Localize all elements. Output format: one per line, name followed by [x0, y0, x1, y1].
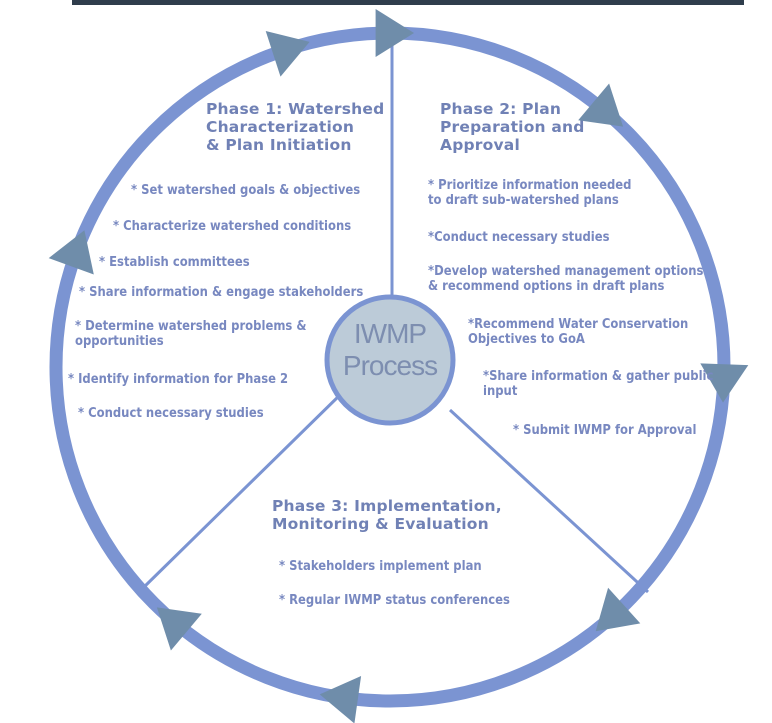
center-label-line2: Process	[342, 350, 438, 381]
phase2-title-line3: Approval	[440, 136, 520, 154]
center-label-line1: IWMP	[353, 318, 427, 349]
cycle-arrows	[48, 9, 749, 723]
phase1-item: * Conduct necessary studies	[78, 405, 264, 421]
top-photo-strip	[72, 0, 744, 5]
phase3-title-line2: Monitoring & Evaluation	[272, 515, 489, 533]
cycle-arrowhead	[595, 587, 641, 632]
phase1-item: * Establish committees	[99, 254, 250, 270]
phase3-title: Phase 3: Implementation, Monitoring & Ev…	[272, 497, 502, 533]
cycle-arrowhead	[48, 230, 94, 275]
phase2-title-line1: Phase 2: Plan	[440, 100, 562, 118]
cycle-arrowhead	[265, 31, 310, 77]
phase3-title-line1: Phase 3: Implementation,	[272, 497, 502, 515]
divider-phase2-phase3	[448, 408, 650, 594]
phase1-item: * Determine watershed problems & opportu…	[75, 318, 307, 349]
phase1-item: * Share information & engage stakeholder…	[79, 284, 364, 300]
divider-phase1-phase3	[141, 390, 345, 590]
cycle-arrowhead	[578, 83, 624, 127]
phase2-title: Phase 2: Plan Preparation and Approval	[440, 100, 585, 154]
phase3-item: * Regular IWMP status conferences	[279, 592, 510, 608]
phase2-item: * Submit IWMP for Approval	[513, 422, 697, 438]
phase1-title: Phase 1: Watershed Characterization & Pl…	[206, 100, 384, 154]
phase2-item: *Develop watershed management options & …	[428, 263, 704, 294]
center-hub	[324, 294, 456, 426]
phase2-item: *Share information & gather public input	[483, 368, 714, 399]
center-label: IWMP Process	[322, 318, 458, 382]
cycle-arrowhead	[700, 363, 749, 403]
phase2-item: *Recommend Water Conservation Objectives…	[468, 316, 689, 347]
phase1-title-line2: Characterization	[206, 118, 355, 136]
phase3-item: * Stakeholders implement plan	[279, 558, 482, 574]
phase1-title-line1: Phase 1: Watershed	[206, 100, 385, 118]
phase2-item: * Prioritize information needed to draft…	[428, 177, 632, 208]
phase2-item: *Conduct necessary studies	[428, 229, 610, 245]
phase1-title-line3: & Plan Initiation	[206, 136, 352, 154]
cycle-arrowhead	[319, 676, 362, 723]
phase2-title-line2: Preparation and	[440, 118, 585, 136]
phase1-item: * Identify information for Phase 2	[68, 371, 289, 387]
cycle-arrowhead	[156, 607, 202, 651]
phase1-item: * Set watershed goals & objectives	[131, 182, 361, 198]
phase1-item: * Characterize watershed conditions	[113, 218, 352, 234]
cycle-arrowhead	[375, 9, 414, 57]
